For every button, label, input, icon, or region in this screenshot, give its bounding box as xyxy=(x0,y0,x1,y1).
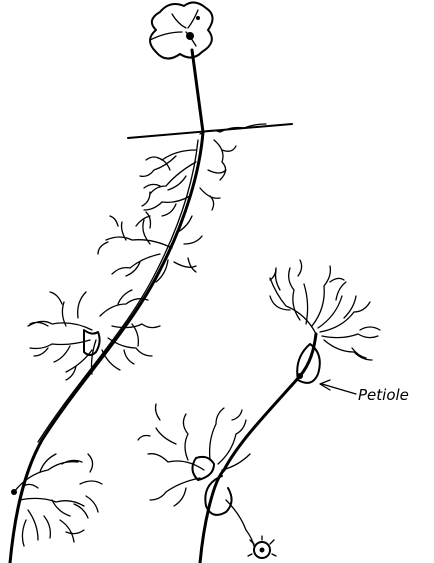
dissected-leaf-middle xyxy=(98,212,202,282)
leaf-segment xyxy=(270,266,378,360)
main-stem-edge xyxy=(38,140,198,442)
flower-stalk xyxy=(192,50,203,132)
flower-petal xyxy=(150,2,213,58)
flower-stamen xyxy=(196,16,200,20)
flower xyxy=(150,2,213,58)
seed-head-center xyxy=(260,548,265,553)
leaf-segment xyxy=(100,290,160,370)
dissected-leaf-bottom xyxy=(11,454,102,546)
leaf-segment xyxy=(14,454,102,542)
leaf-segment xyxy=(140,140,236,206)
stem-node xyxy=(11,489,17,495)
flower-center xyxy=(186,32,194,40)
leaf-segment xyxy=(22,454,92,546)
second-plant-stem xyxy=(200,334,316,563)
petiole-label: Petiole xyxy=(358,386,409,404)
dissected-leaf-right-lower xyxy=(138,404,254,546)
leaf-petiole-base xyxy=(192,457,214,480)
dissected-leaf-right-upper xyxy=(270,260,380,360)
flower-petal-line xyxy=(150,10,198,46)
leaf-segment xyxy=(28,292,96,380)
leaf-segment xyxy=(174,216,202,272)
petiole-node xyxy=(297,373,303,379)
